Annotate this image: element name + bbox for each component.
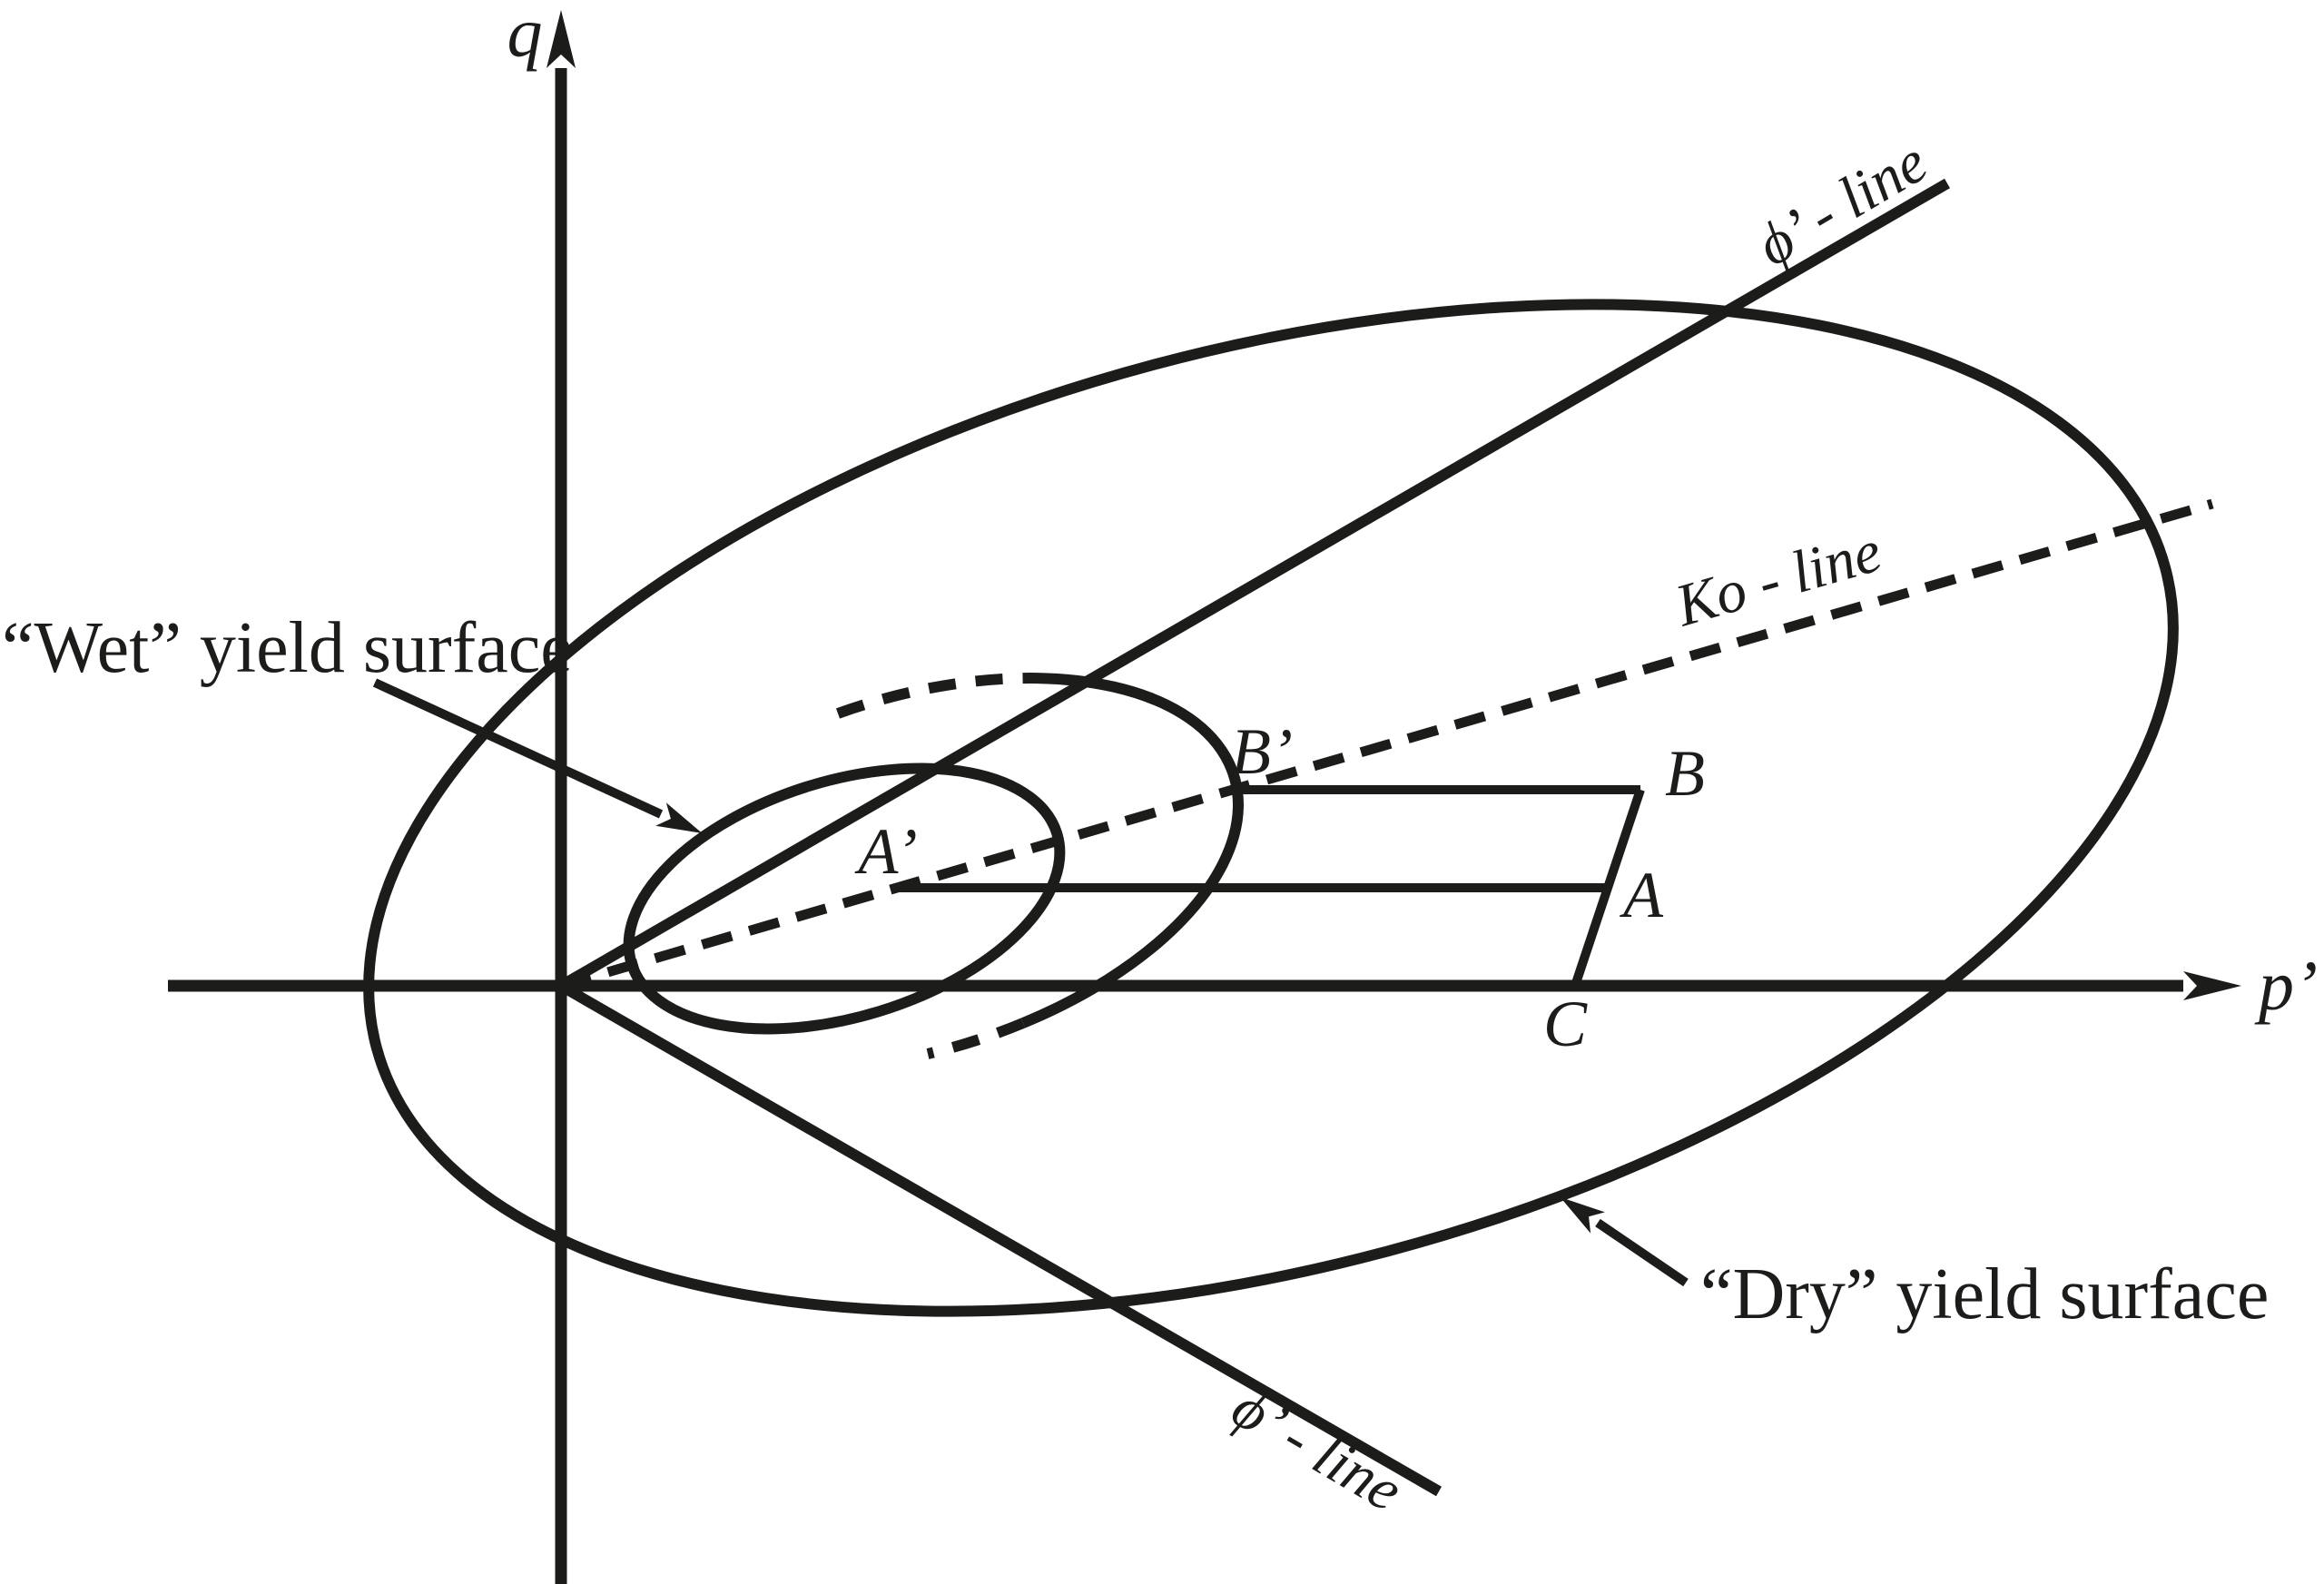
intermediate-yield-surface-arc-dashed-top bbox=[835, 673, 1031, 719]
reference-lines bbox=[557, 178, 2214, 1497]
ko-line-label: Ko - line bbox=[1668, 517, 1888, 639]
dry-surface-label: “Dry” yield surface bbox=[1700, 1254, 2269, 1334]
point-label-b-prime: B’ bbox=[1231, 715, 1293, 788]
yield-surfaces bbox=[363, 299, 2179, 1317]
q-axis-label: q bbox=[507, 0, 543, 72]
point-label-b: B bbox=[1665, 737, 1705, 810]
annotation-arrows bbox=[372, 678, 1689, 1287]
wet-surface-label: “Wet” yield surface bbox=[2, 608, 573, 688]
ko-line bbox=[559, 498, 2214, 991]
phi-line-lower-label: ϕ’ - line bbox=[1221, 1374, 1413, 1525]
dry-surface-arrow bbox=[1560, 1196, 1689, 1287]
stress-path bbox=[894, 785, 1645, 988]
wet-surface-arrow bbox=[372, 678, 703, 833]
p-axis-label: p’ bbox=[2254, 946, 2318, 1025]
point-label-c: C bbox=[1543, 988, 1588, 1060]
intermediate-yield-surface-arc-dashed-bottom bbox=[926, 1018, 1026, 1059]
point-label-a: A bbox=[1620, 859, 1664, 931]
phi-line-upper bbox=[557, 178, 1951, 991]
dry-yield-surface-ellipse bbox=[363, 299, 2179, 1317]
phi-line-lower bbox=[558, 980, 1442, 1497]
path-line-c-b bbox=[1571, 788, 1645, 988]
axes bbox=[168, 10, 2241, 1584]
intermediate-yield-surface-arc-solid bbox=[1020, 673, 1244, 1028]
point-label-a-prime: A’ bbox=[854, 815, 917, 888]
